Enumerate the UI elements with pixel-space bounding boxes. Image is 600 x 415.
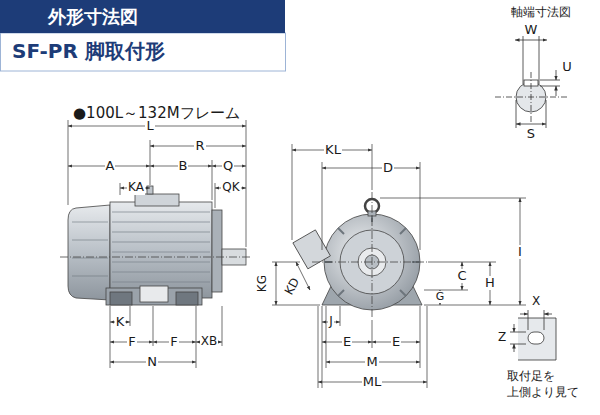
dimension-label: XB	[200, 335, 218, 348]
dimension-label: M	[365, 355, 378, 369]
dimension-label: D	[382, 161, 394, 175]
dimension-label: R	[194, 139, 205, 153]
frame-note: ●100L～132Mフレーム	[72, 105, 241, 122]
header-band: 外形寸法図	[0, 0, 285, 33]
subtitle: SF-PR 脚取付形	[12, 40, 165, 62]
note-text: 取付足を 上側より見て	[506, 368, 584, 400]
dimension-label: E	[391, 335, 401, 349]
header-text: 外形寸法図	[0, 0, 285, 27]
dimension-label: E	[342, 335, 352, 349]
dimension-label: QK	[221, 181, 240, 194]
dimension-label: W	[524, 23, 539, 37]
dimension-label: K	[115, 315, 126, 329]
inset-title: 軸端寸法図	[510, 6, 572, 19]
dimension-label: H	[484, 276, 496, 290]
dimension-label: I	[517, 245, 523, 259]
dimension-label: C	[456, 269, 467, 283]
dimension-label: U	[561, 60, 573, 74]
dimension-label: KD	[283, 275, 304, 298]
dimension-label: KL	[324, 143, 342, 157]
dimension-label: Q	[222, 159, 234, 173]
dimension-label: KA	[127, 181, 145, 194]
dimension-label: ML	[362, 375, 382, 389]
dimension-label: F	[169, 335, 178, 349]
dimension-label: L	[145, 119, 154, 133]
dimension-label: Z	[497, 331, 507, 344]
dimension-label: J	[328, 315, 334, 328]
dimension-label: B	[178, 159, 189, 173]
dimension-label: KG	[256, 274, 269, 293]
dimension-label: G	[435, 291, 446, 303]
dimension-label: N	[146, 355, 158, 369]
dimension-label: F	[127, 335, 136, 349]
dimension-label: X	[531, 295, 541, 308]
dimension-label: S	[526, 127, 536, 141]
dimension-label: A	[105, 159, 116, 173]
